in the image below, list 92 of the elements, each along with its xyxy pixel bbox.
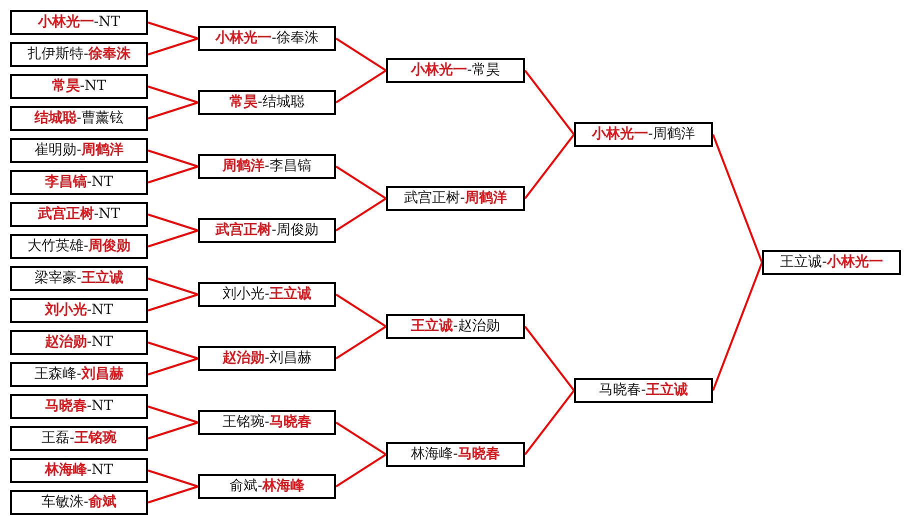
match-result: 小林光一-徐奉洙 xyxy=(216,30,318,47)
match-result: 结城聪-曹薰铉 xyxy=(34,110,124,127)
match-result: 李昌镐-NT xyxy=(44,174,114,191)
match-result: 武宫正树-周鹤洋 xyxy=(404,190,507,207)
bracket-line xyxy=(335,198,387,232)
bracket-line xyxy=(148,278,198,296)
bracket-line xyxy=(712,262,763,391)
match-box xyxy=(198,282,336,307)
bracket-line xyxy=(335,294,387,328)
bracket-line xyxy=(335,422,387,456)
bracket-line xyxy=(148,294,198,312)
match-box xyxy=(386,58,525,83)
bracket-line xyxy=(148,102,198,120)
match-result: 王立诚-小林光一 xyxy=(780,254,883,271)
bracket-line xyxy=(524,326,575,392)
bracket-line xyxy=(524,390,575,456)
match-result: 常昊-结城聪 xyxy=(230,94,304,111)
match-result: 崔明勋-周鹤洋 xyxy=(34,142,124,159)
match-box xyxy=(10,266,148,291)
match-result: 赵治勋-NT xyxy=(44,334,114,351)
match-box xyxy=(10,330,148,355)
match-box xyxy=(10,42,148,67)
bracket-line xyxy=(148,486,198,504)
match-result: 林海峰-NT xyxy=(44,462,114,479)
bracket-line xyxy=(335,454,387,488)
match-box xyxy=(10,106,148,131)
match-result: 常昊-NT xyxy=(52,78,106,95)
bracket-line xyxy=(148,358,198,376)
match-result: 王铭琬-马晓春 xyxy=(222,414,312,431)
match-box xyxy=(386,314,525,339)
match-result: 武宫正树-周俊勋 xyxy=(216,222,318,239)
match-result: 王立诚-赵治勋 xyxy=(411,318,500,335)
match-box xyxy=(10,170,148,195)
match-box xyxy=(198,474,336,499)
bracket-line xyxy=(148,38,198,56)
match-result: 梁宰豪-王立诚 xyxy=(34,270,124,287)
match-result: 王磊-王铭琬 xyxy=(42,430,116,447)
bracket-line xyxy=(148,406,198,424)
bracket-line xyxy=(148,470,198,488)
match-box xyxy=(198,26,336,51)
bracket-line xyxy=(335,326,387,360)
match-box xyxy=(10,394,148,419)
match-result: 林海峰-马晓春 xyxy=(411,446,500,463)
match-result: 周鹤洋-李昌镐 xyxy=(222,158,312,175)
bracket-line xyxy=(148,214,198,232)
match-result: 扎伊斯特-徐奉洙 xyxy=(28,46,130,63)
match-box xyxy=(198,410,336,435)
bracket-line xyxy=(712,134,763,263)
match-box xyxy=(10,490,148,515)
match-box xyxy=(762,250,901,275)
match-result: 刘小光-王立诚 xyxy=(222,286,312,303)
bracket-line xyxy=(148,230,198,248)
bracket-line xyxy=(524,70,575,136)
match-result: 武宫正树-NT xyxy=(38,206,120,223)
match-box xyxy=(198,218,336,243)
match-result: 俞斌-林海峰 xyxy=(230,478,304,495)
match-box xyxy=(10,74,148,99)
match-box xyxy=(10,298,148,323)
match-result: 大竹英雄-周俊勋 xyxy=(28,238,130,255)
match-box xyxy=(574,378,713,403)
match-result: 小林光一-周鹤洋 xyxy=(592,126,695,143)
bracket-line xyxy=(335,166,387,200)
bracket-line xyxy=(148,150,198,168)
match-box xyxy=(10,10,148,35)
match-result: 小林光一-常昊 xyxy=(411,62,500,79)
bracket-line xyxy=(335,38,387,72)
bracket-line xyxy=(148,422,198,440)
bracket-line xyxy=(335,70,387,104)
match-box xyxy=(10,234,148,259)
match-box xyxy=(10,138,148,163)
bracket-line xyxy=(148,342,198,360)
match-box xyxy=(386,442,525,467)
bracket-line xyxy=(148,22,198,40)
match-box xyxy=(574,122,713,147)
bracket-line xyxy=(524,134,575,200)
match-box xyxy=(198,90,336,115)
match-box xyxy=(386,186,525,211)
match-result: 车敏洙-俞斌 xyxy=(42,494,116,511)
bracket-line xyxy=(148,166,198,184)
match-result: 赵治勋-刘昌赫 xyxy=(222,350,312,367)
match-result: 马晓春-王立诚 xyxy=(599,382,688,399)
match-box xyxy=(10,458,148,483)
match-box xyxy=(10,426,148,451)
bracket-line xyxy=(148,86,198,104)
match-box xyxy=(198,154,336,179)
match-result: 马晓春-NT xyxy=(44,398,114,415)
match-result: 小林光一-NT xyxy=(38,14,120,31)
match-box xyxy=(10,362,148,387)
match-box xyxy=(198,346,336,371)
match-box xyxy=(10,202,148,227)
match-result: 王森峰-刘昌赫 xyxy=(34,366,124,383)
match-result: 刘小光-NT xyxy=(44,302,114,319)
